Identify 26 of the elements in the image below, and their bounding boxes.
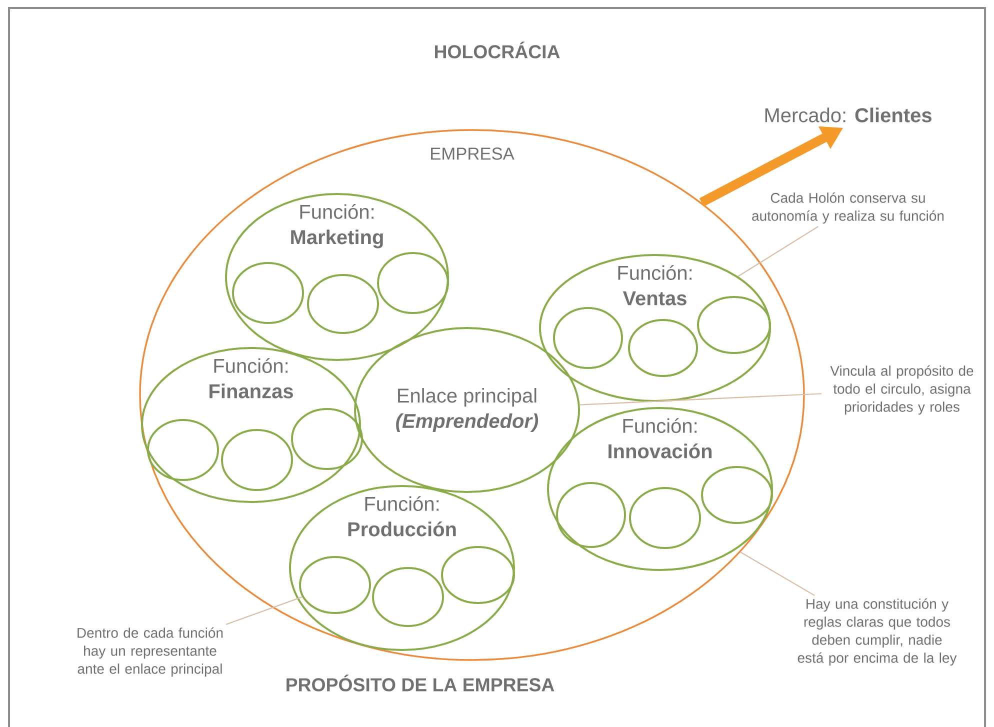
leader-line (580, 393, 822, 406)
holon-circle (299, 556, 371, 614)
annotation-text: Dentro de cada función hay un representante ante el enlace principal (78, 627, 223, 677)
leader-line (738, 226, 819, 277)
holon-circle (701, 466, 774, 524)
holon-circle (629, 487, 702, 549)
holon-circle (221, 429, 293, 491)
holon-circle (291, 408, 363, 470)
holon-circle (147, 419, 219, 481)
holon-circle (232, 262, 304, 324)
holon-circle (556, 482, 626, 548)
leader-line (226, 596, 302, 626)
title: HOLOCRÁCIA (435, 42, 560, 58)
purpose-label: PROPÓSITO DE LA EMPRESA (286, 674, 554, 692)
holon-circle (372, 567, 444, 627)
holon-circle (377, 252, 449, 314)
holon-circle (553, 307, 623, 369)
annotation-text: Hay una constitución y reglas claras que todos deben cumplir, nadie está por encima de la ley (798, 598, 957, 666)
holon-circle (628, 319, 698, 377)
annotation-text: Vincula al propósito de todo el circulo, asigna prioridades y roles (830, 365, 974, 415)
holon-circle (307, 274, 379, 334)
holon-circle (697, 296, 772, 354)
holon-circle (441, 546, 515, 604)
market-label: Mercado: Clientes (765, 108, 932, 122)
leader-line (740, 552, 815, 596)
annotation-text: Cada Holón conserva su autonomía y realiza su función (752, 192, 944, 224)
